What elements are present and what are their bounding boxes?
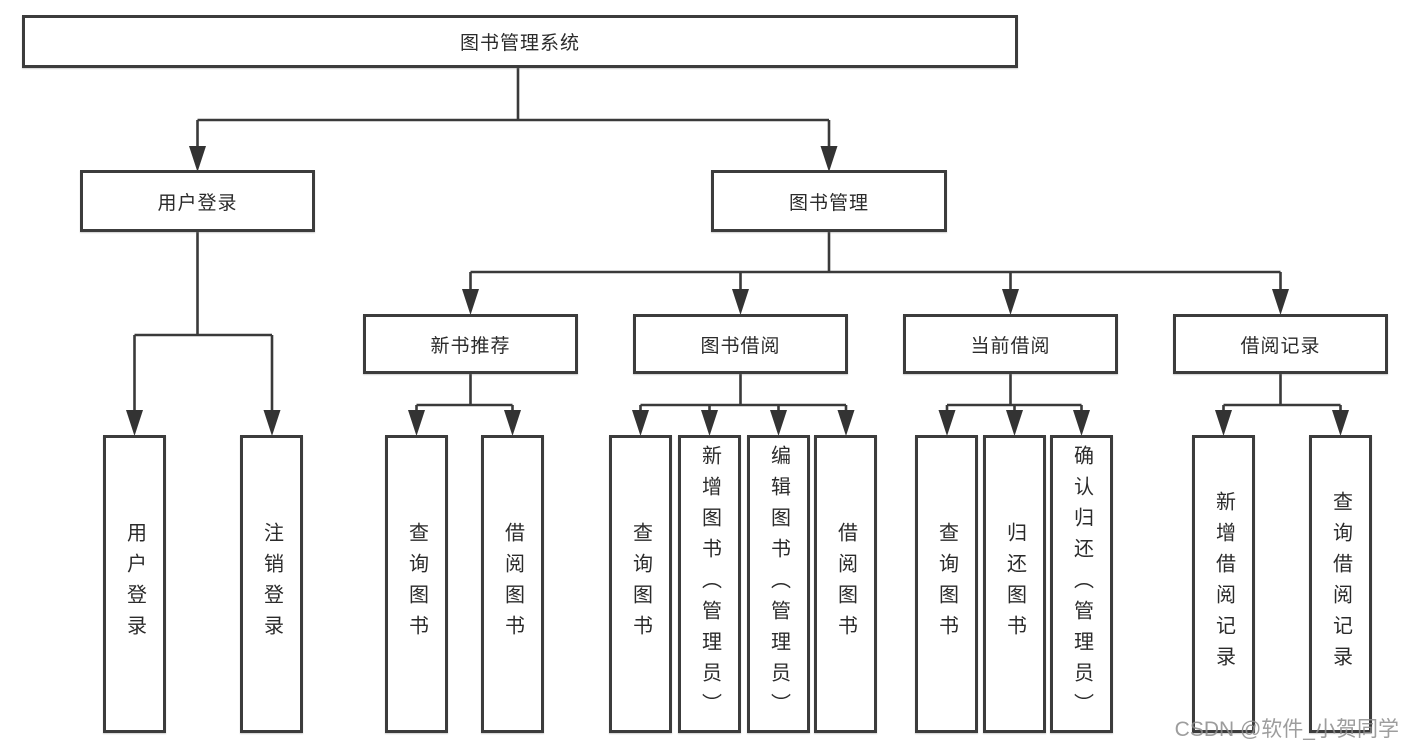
connector-userlogin-to-leaves: [133, 232, 274, 412]
connector-newbooks-to-leaves: [415, 374, 514, 414]
leaf-logout: 注销登录: [240, 435, 303, 733]
leaf-label: 借阅图书: [501, 522, 524, 646]
leaf-borrow-books-borrow: 借阅图书: [814, 435, 877, 733]
leaf-label: 借阅图书: [834, 522, 857, 646]
connector-root-to-level2: [196, 68, 831, 149]
node-user-login: 用户登录: [80, 170, 315, 232]
node-book-borrow: 图书借阅: [633, 314, 848, 374]
node-new-book-recommend: 新书推荐: [363, 314, 578, 374]
node-label: 当前借阅: [970, 335, 1051, 357]
leaf-query-books-current: 查询图书: [915, 435, 978, 733]
node-label: 用户登录: [157, 192, 238, 214]
leaf-label: 确认归还（管理员）: [1070, 444, 1093, 724]
node-current-borrow: 当前借阅: [903, 314, 1118, 374]
connector-bookmgmt-to-level3: [469, 232, 1282, 292]
node-label: 图书借阅: [700, 335, 781, 357]
node-label: 图书管理: [788, 192, 869, 214]
leaf-confirm-return-admin: 确认归还（管理员）: [1050, 435, 1113, 733]
leaf-add-books-admin: 新增图书（管理员）: [678, 435, 741, 733]
leaf-label: 查询借阅记录: [1329, 491, 1352, 677]
node-root-label: 图书管理系统: [459, 33, 580, 54]
leaf-query-books-borrow: 查询图书: [609, 435, 672, 733]
leaf-label: 归还图书: [1003, 522, 1026, 646]
node-book-management: 图书管理: [711, 170, 947, 232]
leaf-return-books: 归还图书: [983, 435, 1046, 733]
leaf-label: 新增图书（管理员）: [698, 444, 721, 724]
watermark: CSDN @软件_小贺同学: [1174, 718, 1399, 741]
node-borrow-records: 借阅记录: [1173, 314, 1388, 374]
leaf-label: 查询图书: [935, 522, 958, 646]
node-label: 新书推荐: [430, 335, 511, 357]
node-root: 图书管理系统: [22, 15, 1018, 68]
leaf-edit-books-admin: 编辑图书（管理员）: [747, 435, 810, 733]
leaf-label: 新增借阅记录: [1212, 491, 1235, 677]
connector-borrowrecords-to-leaves: [1222, 374, 1342, 414]
leaf-label: 编辑图书（管理员）: [767, 444, 790, 724]
leaf-label: 注销登录: [260, 522, 283, 646]
arrowheads: [126, 146, 1349, 436]
leaf-borrow-books-newbooks: 借阅图书: [481, 435, 544, 733]
leaf-label: 查询图书: [405, 522, 428, 646]
leaf-label: 查询图书: [629, 522, 652, 646]
leaf-label: 用户登录: [123, 522, 146, 646]
node-label: 借阅记录: [1240, 335, 1321, 357]
leaf-query-books-newbooks: 查询图书: [385, 435, 448, 733]
connector-currentborrow-to-leaves: [945, 374, 1083, 414]
leaf-add-borrow-record: 新增借阅记录: [1192, 435, 1255, 733]
connector-bookborrow-to-leaves: [639, 374, 848, 414]
leaf-user-login: 用户登录: [103, 435, 166, 733]
leaf-query-borrow-record: 查询借阅记录: [1309, 435, 1372, 733]
